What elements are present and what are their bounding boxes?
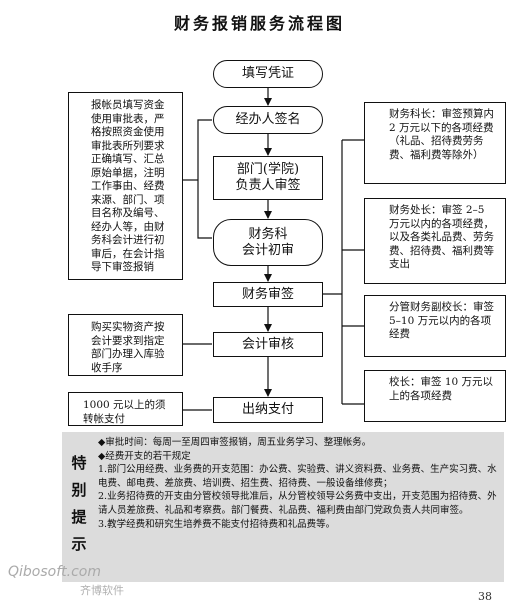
note-physical-assets: 购买实物资产按会计要求到指定部门办理入库验收手序	[68, 314, 183, 376]
step-cashier-pay: 出纳支付	[213, 397, 323, 423]
watermark-logo: Qibosoft.com 齐博软件	[8, 564, 124, 597]
note-transfer-payment: 1000 元以上的须转帐支付	[68, 392, 183, 426]
note-finance-director: 财务处长：审签 2–5 万元以内的各项经费，以及各类礼品费、劳务费、招待费、福利…	[364, 198, 506, 284]
note-reporter: 报帐员填写资金使用审批表，严格按照资金使用审批表所列要求正确填写、汇总原始单据，…	[68, 92, 183, 280]
note-president: 校长：审签 10 万元以上的各项经费	[364, 370, 506, 422]
step-accounting-review: 财务科 会计初审	[213, 219, 323, 266]
step-finance-sign: 财务审签	[213, 282, 323, 307]
page-title: 财务报销服务流程图	[173, 14, 345, 33]
special-notes-panel: 特 别 提 示 ◆审批时间：每周一至周四审签报销，周五业务学习、整理帐务。 ◆经…	[62, 432, 504, 582]
page-number: 38	[478, 590, 492, 603]
step-fill-voucher: 填写凭证	[213, 60, 323, 88]
special-notes-body: ◆审批时间：每周一至周四审签报销，周五业务学习、整理帐务。 ◆经费开支的若干规定…	[98, 437, 497, 530]
special-notes-label: 特 别 提 示	[71, 454, 87, 553]
step-dept-head-sign: 部门(学院) 负责人审签	[213, 156, 323, 200]
note-vice-president: 分管财务副校长：审签 5–10 万元以内的各项经费	[364, 295, 506, 357]
left-bracket-1	[197, 119, 212, 239]
step-handler-sign: 经办人签名	[213, 106, 323, 134]
note-finance-chief: 财务科长：审签预算内 2 万元以下的各项经费（礼品、招待费劳务费、福利费等除外）	[364, 102, 506, 184]
step-audit: 会计审核	[213, 332, 323, 357]
